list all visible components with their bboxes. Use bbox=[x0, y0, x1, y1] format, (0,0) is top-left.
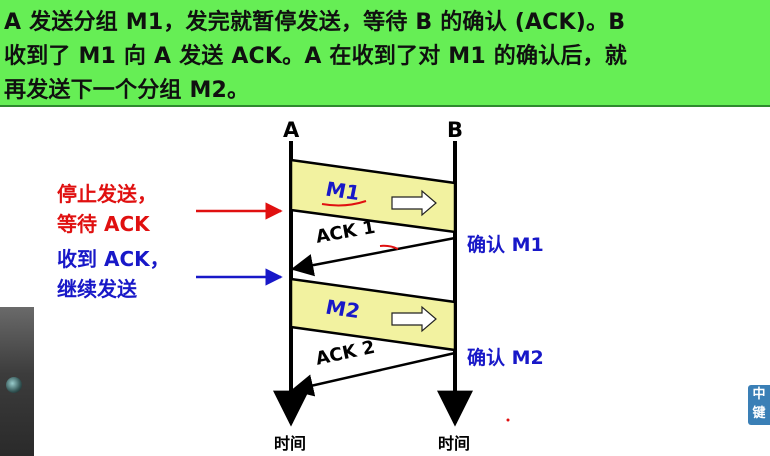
packet-m1-label: M1 bbox=[326, 177, 360, 206]
note-continue-line-2: 继续发送 bbox=[57, 273, 137, 302]
stop-and-wait-diagram: A B M1 M2 ACK 1 ACK 2 确认 M1 确认 M2 停止发送， … bbox=[0, 107, 770, 456]
confirm-m2-label: 确认 M2 bbox=[467, 343, 544, 370]
node-a-label: A bbox=[283, 118, 299, 142]
note-stop-line-2: 等待 ACK bbox=[57, 208, 150, 237]
header-banner: A 发送分组 M1，发完就暂停发送，等待 B 的确认 (ACK)。B 收到了 M… bbox=[0, 0, 770, 107]
header-line-3: 再发送下一个分组 M2。 bbox=[4, 74, 762, 108]
ack1-red-mark bbox=[380, 246, 398, 249]
note-stop-line-1: 停止发送， bbox=[57, 178, 157, 207]
time-label-b: 时间 bbox=[438, 430, 470, 454]
webcam-overlay bbox=[0, 307, 34, 456]
note-continue-line-1: 收到 ACK， bbox=[57, 243, 170, 272]
header-line-1: A 发送分组 M1，发完就暂停发送，等待 B 的确认 (ACK)。B bbox=[4, 6, 762, 40]
ime-line-1: 中 bbox=[748, 385, 770, 404]
stray-dot bbox=[507, 419, 510, 422]
lamp-icon bbox=[6, 377, 22, 393]
node-b-label: B bbox=[447, 118, 463, 142]
confirm-m1-label: 确认 M1 bbox=[467, 230, 544, 257]
ime-line-2: 键 bbox=[748, 404, 770, 423]
time-label-a: 时间 bbox=[274, 430, 306, 454]
header-line-2: 收到了 M1 向 A 发送 ACK。A 在收到了对 M1 的确认后，就 bbox=[4, 40, 762, 74]
ime-indicator[interactable]: 中 键 bbox=[748, 385, 770, 425]
packet-m2-label: M2 bbox=[326, 295, 360, 324]
